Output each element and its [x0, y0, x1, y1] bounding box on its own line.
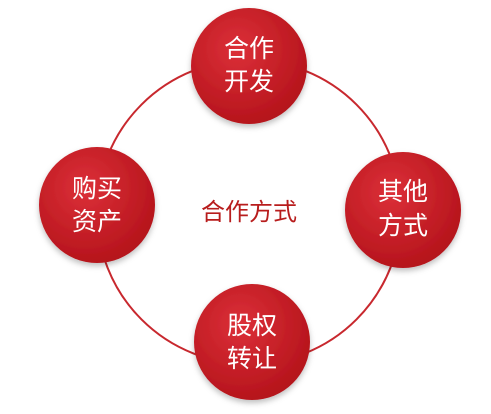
center-label: 合作方式: [201, 198, 297, 226]
node-circle: [39, 147, 155, 263]
node-asset-purchase: 购买 资产: [39, 147, 155, 263]
node-label-line1: 其他: [378, 177, 428, 206]
node-circle: [191, 8, 307, 124]
node-equity-transfer: 股权 转让: [194, 284, 310, 400]
node-label-line1: 股权: [227, 311, 277, 340]
node-circle: [194, 284, 310, 400]
node-label-line2: 开发: [224, 67, 274, 96]
node-label-line2: 方式: [378, 211, 428, 240]
node-label-line1: 购买: [72, 174, 122, 203]
node-cooperative-development: 合作 开发: [191, 8, 307, 124]
node-label-line2: 转让: [227, 344, 277, 373]
node-other-methods: 其他 方式: [345, 152, 461, 268]
node-label-line2: 资产: [72, 207, 122, 236]
node-label-line1: 合作: [224, 34, 274, 63]
node-circle: [345, 152, 461, 268]
